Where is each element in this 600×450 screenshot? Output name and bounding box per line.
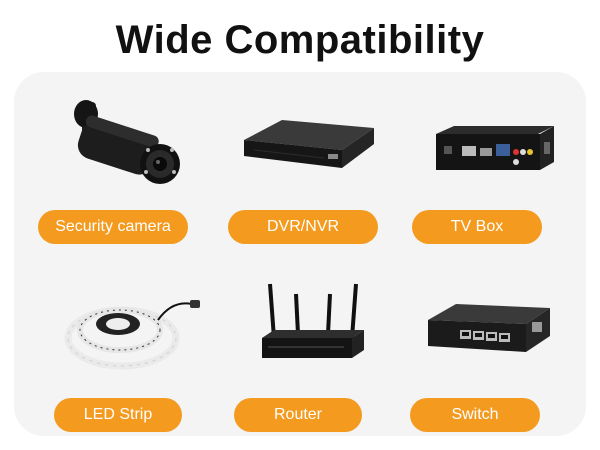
tv-box-icon <box>436 126 554 170</box>
device-label-tv-box: TV Box <box>412 210 542 244</box>
device-card-tv-box: TV Box <box>396 92 586 262</box>
page-title: Wide Compatibility <box>115 18 485 62</box>
device-card-led-strip: LED Strip <box>32 280 222 450</box>
device-label-switch: Switch <box>410 398 540 432</box>
device-card-security-camera: Security camera <box>32 92 222 262</box>
device-label-dvr-nvr: DVR/NVR <box>228 210 378 244</box>
dvr-nvr-icon <box>244 120 374 168</box>
device-label-security-camera: Security camera <box>38 210 188 244</box>
network-switch-icon <box>428 304 550 352</box>
device-label-led-strip: LED Strip <box>54 398 182 432</box>
security-camera-icon <box>74 100 180 184</box>
compatibility-panel: Security camera DVR/NVR <box>14 72 586 436</box>
device-label-router: Router <box>234 398 362 432</box>
device-card-dvr-nvr: DVR/NVR <box>214 92 404 262</box>
router-icon <box>262 283 364 358</box>
device-card-switch: Switch <box>396 280 586 450</box>
led-strip-icon <box>64 300 200 370</box>
device-card-router: Router <box>214 280 404 450</box>
